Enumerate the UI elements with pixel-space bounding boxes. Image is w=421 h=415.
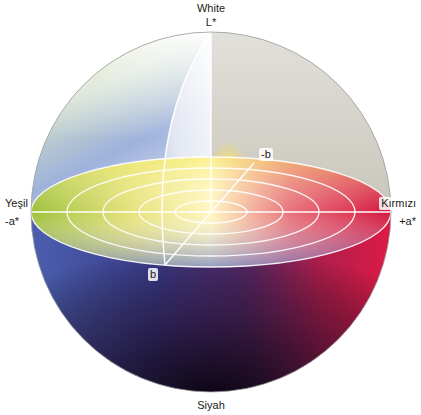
axis-label: b bbox=[148, 268, 158, 281]
axis-label: Siyah bbox=[195, 399, 227, 412]
axis-label: -b bbox=[259, 148, 273, 161]
axis-label: Kırmızı bbox=[379, 197, 418, 210]
axis-label: L* bbox=[204, 16, 218, 29]
axis-label: +a* bbox=[397, 215, 418, 228]
axis-label: White bbox=[195, 2, 227, 15]
axis-label: Yeşil bbox=[3, 197, 30, 210]
axis-label: -a* bbox=[3, 215, 21, 228]
